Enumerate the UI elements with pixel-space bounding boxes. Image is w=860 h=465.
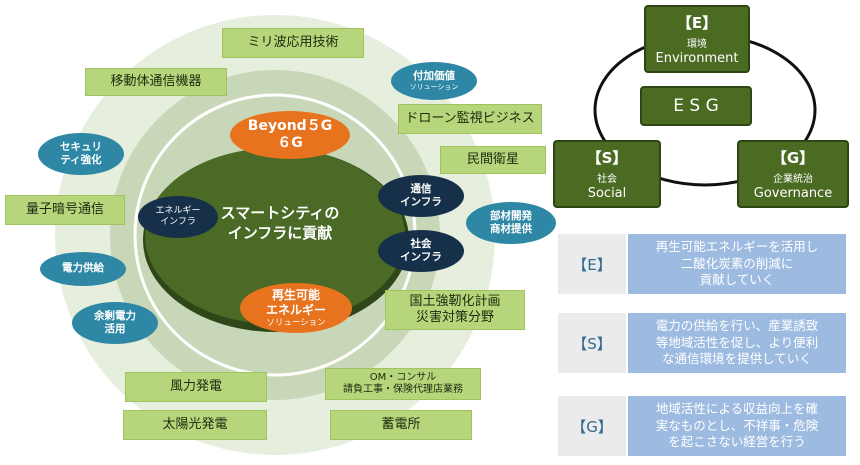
social-infra-line1: 社会: [410, 237, 432, 250]
mmwave-box: ミリ波応用技術: [222, 28, 364, 58]
esg-s-en: Social: [587, 186, 627, 201]
desc-g-line3: を起こさない経営を行う: [668, 434, 806, 450]
esg-e-jp: 環境: [687, 39, 707, 50]
materials-line1: 部材開発: [490, 209, 532, 222]
desc-s-line2: 等地域活性を促し、より便利: [655, 334, 819, 350]
desc-e-line2: 二酸化炭素の削減に: [680, 255, 794, 271]
mobile-comm-box: 移動体通信機器: [85, 68, 227, 96]
comm-infra-pill: 通信 インフラ: [378, 175, 464, 217]
resilience-line1: 国土強靭化計画: [409, 294, 501, 310]
desc-e-line1: 再生可能エネルギーを活用し: [655, 238, 819, 254]
energy-infra-pill: エネルギー インフラ: [138, 196, 218, 238]
materials-line2: 商材提供: [490, 223, 532, 235]
satellite-box: 民間衛星: [440, 146, 546, 174]
storage-box: 蓄電所: [330, 410, 472, 440]
added-value-line1: 付加価値: [413, 70, 455, 83]
esg-environment-box: 【E】 環境 Environment: [644, 5, 750, 73]
desc-s-label: 【S】: [558, 313, 626, 373]
desc-e-line3: 貢献していく: [699, 272, 775, 288]
energy-infra-line1: エネルギー: [155, 205, 201, 216]
desc-g-text: 地域活性による収益向上を確 実なものとし、不祥事・危険 を起こさない経営を行う: [628, 396, 846, 456]
esg-social-box: 【S】 社会 Social: [553, 140, 661, 208]
desc-s-text: 電力の供給を行い、産業誘致 等地域活性を促し、より便利 な通信環境を提供していく: [628, 313, 846, 373]
desc-e-label: 【E】: [558, 234, 626, 294]
power-supply-label: 電力供給: [62, 262, 104, 275]
esg-e-en: Environment: [655, 51, 739, 66]
esg-s-jp: 社会: [597, 174, 617, 185]
beyond-5g-pill: Beyond５G ６G: [230, 111, 350, 159]
beyond-5g-line1: Beyond５G: [247, 117, 333, 134]
esg-g-en: Governance: [753, 186, 833, 201]
social-infra-line2: インフラ: [400, 251, 442, 263]
desc-g-label: 【G】: [558, 396, 626, 456]
center-title: スマートシティの インフラに貢献: [205, 203, 355, 244]
surplus-line1: 余剰電力: [94, 309, 136, 322]
security-pill: セキュリ ティ強化: [38, 133, 124, 175]
materials-pill: 部材開発 商材提供: [466, 202, 556, 244]
desc-s-line1: 電力の供給を行い、産業誘致: [655, 317, 819, 333]
energy-infra-line2: インフラ: [160, 217, 196, 227]
security-line2: ティ強化: [60, 154, 102, 166]
security-line1: セキュリ: [60, 140, 102, 153]
drone-box: ドローン監視ビジネス: [398, 104, 542, 134]
solar-box: 太陽光発電: [123, 410, 267, 440]
om-line2: 請負工事・保険代理店業務: [343, 384, 463, 395]
esg-g-tag: 【G】: [771, 149, 815, 167]
esg-governance-box: 【G】 企業統治 Governance: [737, 140, 849, 208]
social-infra-pill: 社会 インフラ: [378, 230, 464, 272]
surplus-line2: 活用: [104, 323, 126, 335]
esg-center-box: E S G: [640, 86, 752, 126]
esg-g-jp: 企業統治: [773, 174, 813, 185]
power-supply-pill: 電力供給: [40, 252, 126, 286]
center-title-line1: スマートシティの: [220, 204, 340, 222]
circle-diagram-bg: [55, 15, 495, 455]
desc-g-line1: 地域活性による収益向上を確: [655, 400, 819, 416]
added-value-pill: 付加価値 ソリューション: [391, 62, 477, 100]
center-title-line2: インフラに貢献: [227, 224, 333, 243]
added-value-sub: ソリューション: [409, 83, 459, 92]
desc-s-line3: な通信環境を提供していく: [662, 351, 812, 367]
surplus-power-pill: 余剰電力 活用: [72, 302, 158, 344]
beyond-5g-line2: ６G: [277, 135, 303, 151]
esg-e-tag: 【E】: [676, 14, 718, 32]
quantum-box: 量子暗号通信: [5, 195, 125, 225]
resilience-line2: 災害対策分野: [415, 310, 494, 325]
renewable-sub: ソリューション: [266, 317, 326, 328]
renewable-energy-pill: 再生可能 エネルギー ソリューション: [240, 283, 352, 333]
renewable-line1: 再生可能: [271, 287, 320, 302]
resilience-box: 国土強靭化計画 災害対策分野: [385, 290, 525, 330]
om-box: OM・コンサル 請負工事・保険代理店業務: [325, 368, 481, 400]
om-line1: OM・コンサル: [369, 372, 437, 383]
comm-infra-line2: インフラ: [400, 196, 442, 208]
renewable-line2: エネルギー: [265, 302, 326, 317]
wind-box: 風力発電: [125, 372, 267, 402]
esg-s-tag: 【S】: [586, 149, 628, 167]
desc-e-text: 再生可能エネルギーを活用し 二酸化炭素の削減に 貢献していく: [628, 234, 846, 294]
esg-center-label: E S G: [673, 96, 719, 116]
desc-g-line2: 実なものとし、不祥事・危険: [655, 417, 819, 433]
comm-infra-line1: 通信: [410, 182, 432, 195]
inner-disc: [145, 148, 405, 324]
